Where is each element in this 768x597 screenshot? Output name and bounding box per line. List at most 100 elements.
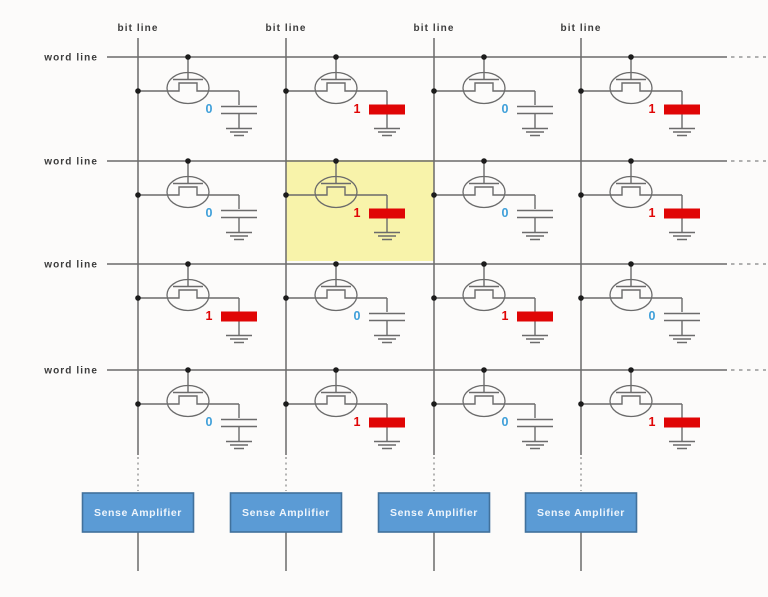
dram-cell: 0 [135,367,257,450]
junction-dot [481,54,487,60]
access-transistor-icon [609,264,653,312]
access-transistor-icon [314,57,358,105]
cell-value: 0 [649,309,656,323]
storage-capacitor [517,404,553,442]
access-transistor-icon [462,161,506,209]
ground-icon [374,440,400,450]
access-transistor-icon [166,264,210,312]
junction-dot [185,261,191,267]
junction-dot [185,367,191,373]
wire [434,82,535,92]
sense-amplifier-box [81,492,195,533]
junction-dot [628,54,634,60]
dram-cell: 1 [283,367,405,450]
sense-amplifier-box [229,492,343,533]
ground-icon [669,127,695,137]
ground-icon [374,231,400,241]
sense-amplifier: Sense Amplifier [377,492,491,533]
junction-dot [431,192,437,198]
dram-cell: 0 [578,261,700,344]
cell-value: 0 [206,206,213,220]
sense-amplifier: Sense Amplifier [81,492,195,533]
charged-capacitor-icon [369,208,405,219]
bit-line-label: bit line [117,23,158,34]
junction-dot [481,261,487,267]
wire [581,186,682,196]
dram-cell: 1 [431,261,553,344]
storage-capacitor [664,404,700,442]
storage-capacitor [664,195,700,233]
dram-cell: 1 [135,261,257,344]
storage-capacitor [517,91,553,129]
ground-icon [522,440,548,450]
cell-value: 0 [502,102,509,116]
charged-capacitor-icon [369,417,405,428]
ground-icon [226,440,252,450]
dram-cell: 1 [283,54,405,137]
dram-cell: 0 [431,367,553,450]
access-transistor-icon [314,370,358,418]
charged-capacitor-icon [664,104,700,115]
bit-line-label: bit line [560,23,601,34]
ground-icon [522,127,548,137]
ground-icon [522,231,548,241]
junction-dot [283,295,289,301]
junction-dot [431,295,437,301]
wire [138,289,239,299]
wire [138,395,239,405]
wire [286,82,387,92]
access-transistor-icon [314,161,358,209]
word-line: word line [43,260,766,271]
junction-dot [481,158,487,164]
junction-dot [333,261,339,267]
dram-cell: 1 [283,158,405,241]
cell-value: 1 [354,415,361,429]
sense-amplifier: Sense Amplifier [524,492,638,533]
junction-dot [628,261,634,267]
word-line-label: word line [43,53,98,64]
bit-line: bit line [265,23,306,571]
dram-cell: 1 [578,158,700,241]
ground-icon [669,231,695,241]
wire [286,289,387,299]
cell-value: 1 [354,102,361,116]
word-line-label: word line [43,260,98,271]
access-transistor-icon [166,57,210,105]
junction-dot [628,158,634,164]
charged-capacitor-icon [664,417,700,428]
bit-line-label: bit line [413,23,454,34]
wire [286,186,387,196]
storage-capacitor [221,298,257,336]
dram-cell: 0 [135,158,257,241]
junction-dot [135,192,141,198]
ground-icon [374,334,400,344]
wire [434,186,535,196]
ground-icon [226,334,252,344]
junction-dot [578,295,584,301]
junction-dot [578,88,584,94]
sense-amplifier-label: Sense Amplifier [390,507,478,519]
junction-dot [333,158,339,164]
storage-capacitor [221,195,257,233]
sense-amplifier-label: Sense Amplifier [94,507,182,519]
bit-line-label: bit line [265,23,306,34]
access-transistor-icon [609,370,653,418]
dram-cell: 0 [283,261,405,344]
wire [286,395,387,405]
junction-dot [333,367,339,373]
ground-icon [669,440,695,450]
junction-dot [628,367,634,373]
cell-value: 0 [206,415,213,429]
cell-value: 1 [502,309,509,323]
storage-capacitor [221,404,257,442]
cell-value: 0 [206,102,213,116]
dram-cell: 1 [578,54,700,137]
cell-value: 0 [502,415,509,429]
access-transistor-icon [166,370,210,418]
sense-amplifier: Sense Amplifier [229,492,343,533]
storage-capacitor [517,195,553,233]
word-line: word line [43,157,766,168]
word-line: word line [43,53,766,64]
ground-icon [226,127,252,137]
